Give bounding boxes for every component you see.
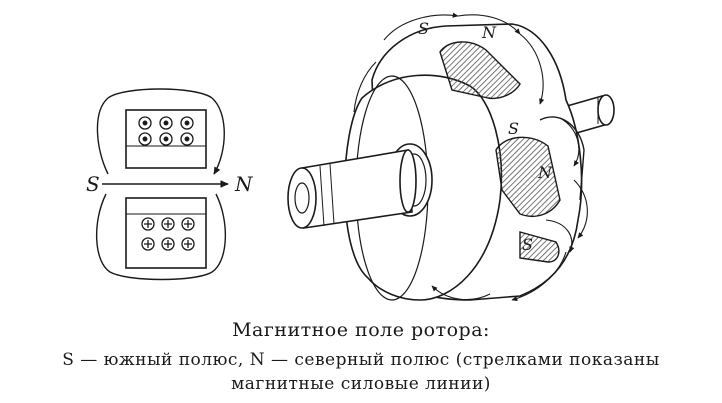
conductor-dots — [138, 116, 194, 146]
conductor-block-upper — [125, 109, 207, 169]
field-loop-lower — [96, 193, 226, 281]
claw-pole-lower — [519, 231, 560, 263]
coil-cross-section — [96, 88, 226, 281]
south-pole-label-middle: S — [508, 119, 519, 138]
claw-pole-middle — [495, 136, 561, 218]
rotor-field-lines — [353, 12, 588, 302]
south-pole-label-lower: S — [522, 235, 533, 254]
north-pole-label-middle: N — [537, 163, 553, 182]
conductor-block-lower — [125, 197, 207, 269]
caption-line-1: S — южный полюс, N — северный полюс (стр… — [62, 350, 660, 370]
claw-pole-top — [439, 41, 521, 100]
rotor-magnetic-field-diagram: S N — [86, 12, 615, 302]
south-pole-label-left: S — [86, 172, 100, 196]
conductor-crosses — [141, 217, 195, 251]
caption-line-2: магнитные силовые линии) — [231, 374, 491, 394]
north-pole-label-left: N — [234, 172, 254, 196]
south-pole-label-top: S — [418, 19, 429, 38]
caption-title: Магнитное поле ротора: — [232, 319, 490, 341]
shaft-left-end — [287, 167, 317, 229]
north-pole-label-top: N — [481, 23, 497, 42]
claw-poles — [439, 41, 585, 263]
field-loop-upper — [96, 88, 225, 175]
